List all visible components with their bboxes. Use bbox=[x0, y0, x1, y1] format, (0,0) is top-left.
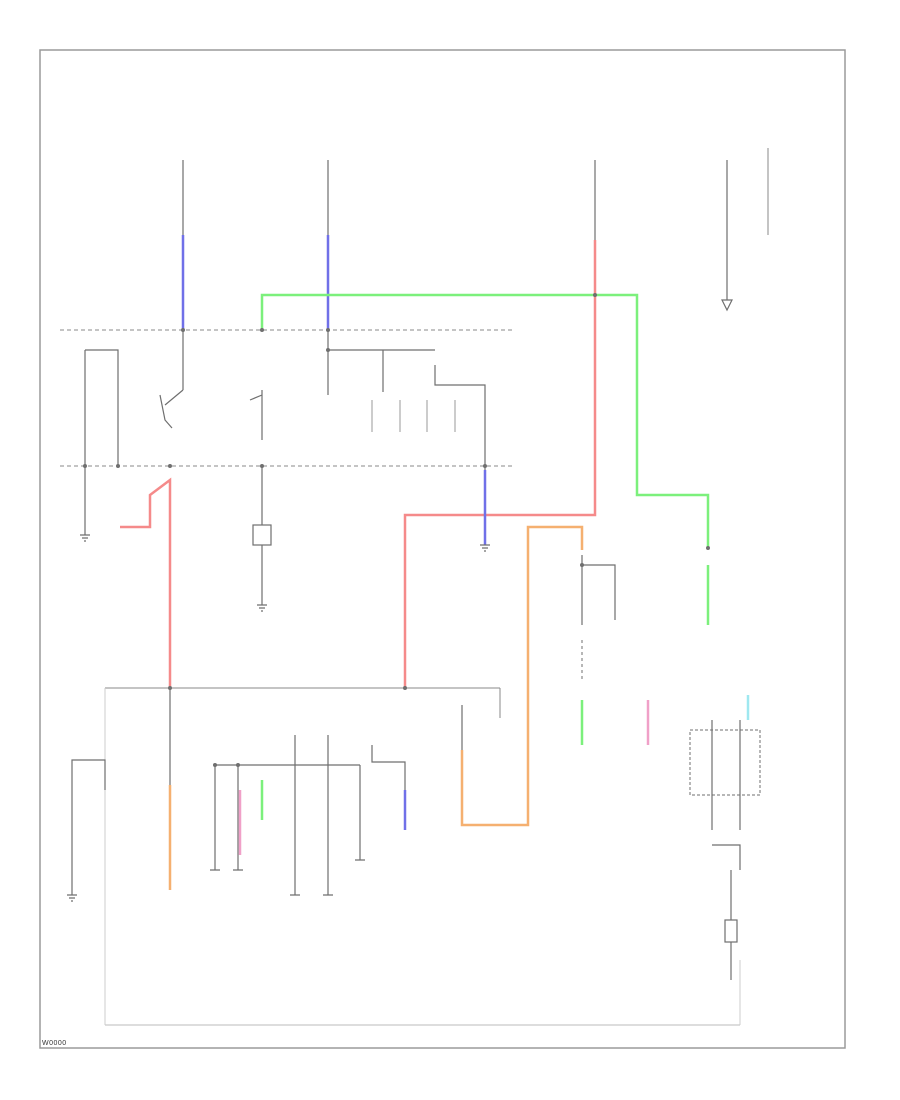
right-sensor-wire-1 bbox=[581, 555, 616, 620]
red-wire-left bbox=[120, 477, 172, 688]
connector-dots bbox=[83, 293, 710, 767]
far-left-loop bbox=[71, 759, 106, 790]
switch-symbol-mid bbox=[249, 390, 263, 440]
lower-right-wire bbox=[712, 844, 741, 870]
left-loop-wire bbox=[85, 349, 119, 466]
lower-drop-405 bbox=[371, 745, 406, 790]
ground-symbol-relay bbox=[257, 604, 267, 612]
relay-coil bbox=[252, 524, 272, 546]
fuse-drop-2 bbox=[434, 365, 486, 470]
ground-symbol-left bbox=[80, 534, 90, 542]
red-wire-main bbox=[403, 240, 597, 688]
green-wire bbox=[260, 293, 710, 548]
ground-symbol-top-right bbox=[721, 299, 733, 312]
switch-symbol-left bbox=[159, 389, 184, 429]
ground-symbol-center bbox=[480, 544, 490, 552]
ground-symbol-lower-row bbox=[210, 859, 365, 896]
ground-symbol-far-left bbox=[67, 894, 77, 902]
orange-wire bbox=[460, 525, 584, 827]
figure-id: W0000 bbox=[42, 1040, 67, 1047]
lower-right-relay bbox=[724, 919, 738, 943]
diagram-frame bbox=[39, 49, 846, 1049]
switch-assembly-box bbox=[689, 729, 761, 796]
